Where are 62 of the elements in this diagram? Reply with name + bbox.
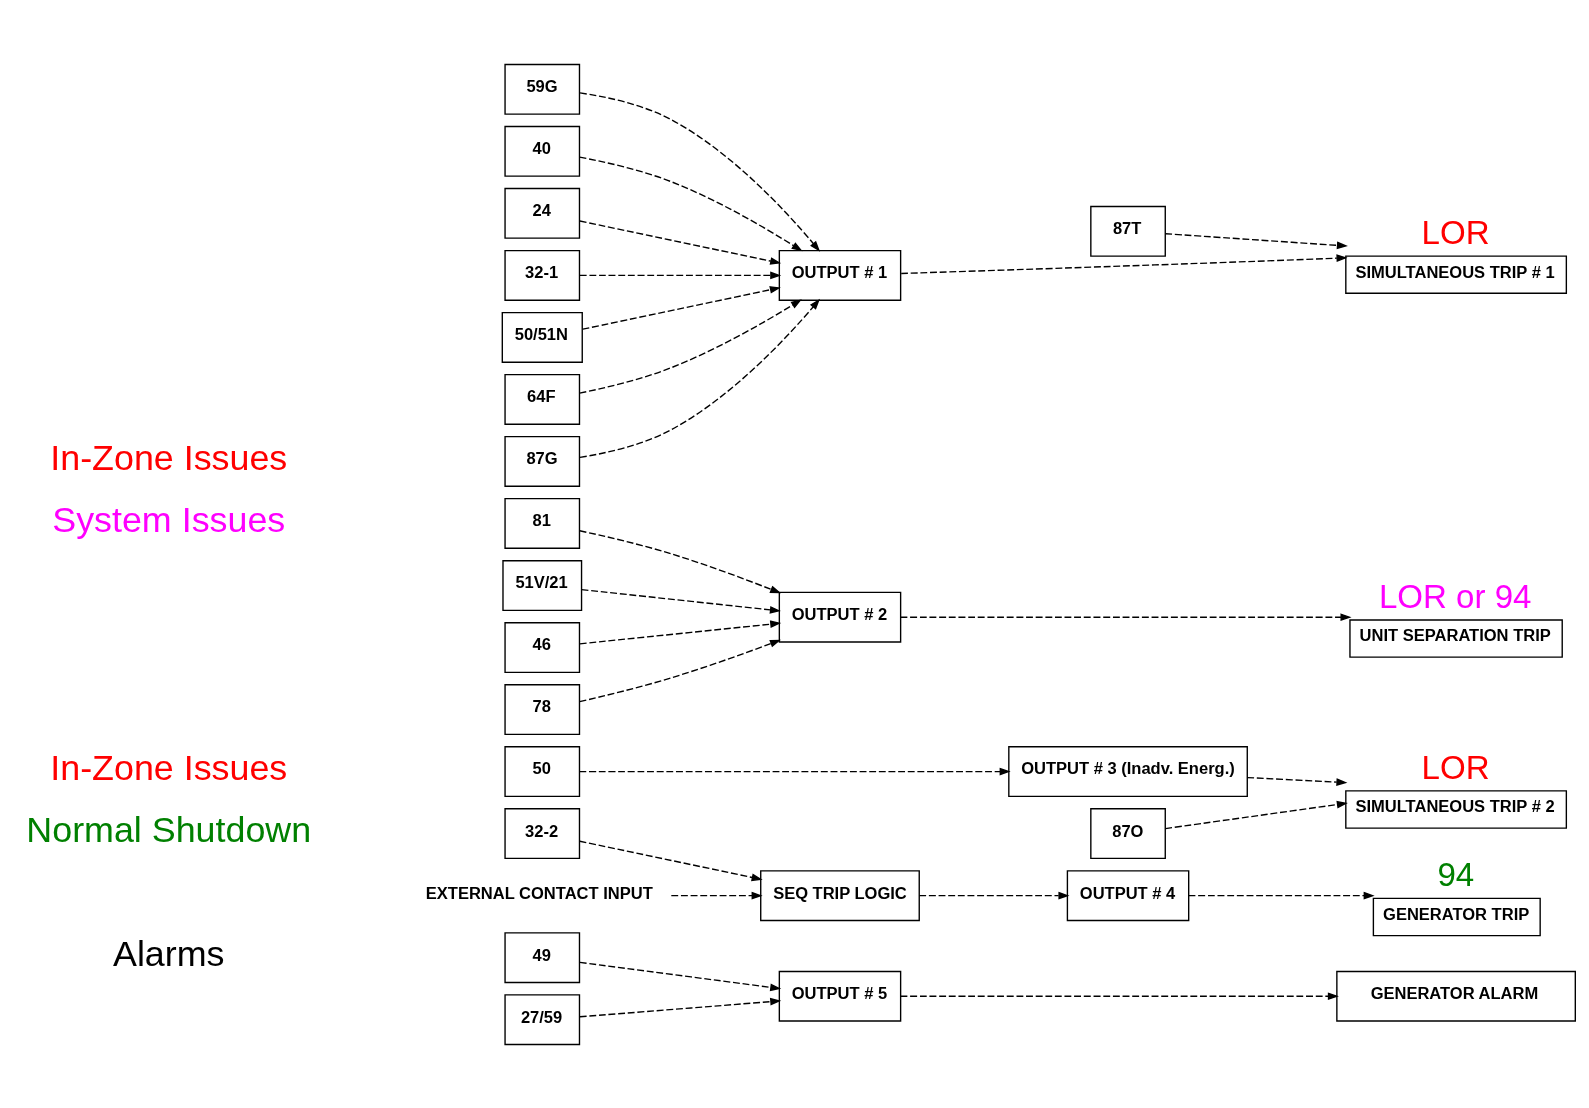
arrow [579,91,821,252]
arrow [1188,891,1375,899]
arrow [900,253,1348,274]
arrow [579,619,782,644]
arrow [1164,800,1348,829]
node-box: 87T [1090,205,1166,257]
node-box: 51V/21 [502,559,583,611]
node-box: 59G [504,63,581,115]
node-box: OUTPUT # 3 (Inadv. Energ.) [1008,745,1248,797]
arrow [578,155,803,251]
arrow [579,219,782,265]
node-label: LOR [1421,213,1490,251]
node-box: 49 [504,931,581,983]
arrow [579,271,782,279]
node-label: LOR or 94 [1378,577,1532,615]
node-box: 87G [504,435,581,487]
arrow [579,529,782,593]
arrow [582,285,781,330]
arrow [580,588,781,614]
node-box: 50/51N [501,311,583,363]
node-box: UNIT SEPARATION TRIP [1349,618,1563,658]
arrow [918,891,1070,899]
label: In-Zone Issues [50,437,288,478]
arrow [578,639,781,702]
node-box: OUTPUT # 5 [778,970,902,1022]
node-box: OUTPUT # 4 [1066,869,1190,921]
node-box: 50 [504,745,581,797]
node-box: 40 [504,125,581,177]
arrow [578,298,802,394]
node-label: LOR [1421,748,1490,786]
arrow [1164,232,1348,249]
node-box: 24 [504,187,581,239]
arrow [579,767,1011,775]
arrow [900,612,1352,621]
node-box: GENERATOR TRIP [1372,897,1541,936]
node-text: EXTERNAL CONTACT INPUT [425,883,653,903]
arrow [579,997,782,1017]
node-box: SIMULTANEOUS TRIP # 2 [1345,789,1568,829]
arrow [579,840,763,881]
node-box: SIMULTANEOUS TRIP # 1 [1345,254,1568,294]
label: System Issues [52,499,286,540]
node-label: 94 [1437,855,1475,893]
node-box: SEQ TRIP LOGIC [760,869,920,921]
arrow [670,891,763,899]
arrow [900,991,1339,1000]
node-box: GENERATOR ALARM [1336,970,1576,1022]
label: In-Zone Issues [50,747,288,788]
node-box: 87O [1090,807,1166,859]
arrow [579,961,782,991]
node-box: 27/59 [504,993,581,1045]
node-box: 46 [504,621,581,673]
node-box: 32-2 [504,807,581,859]
node-box: 81 [504,497,581,549]
label: Alarms [113,933,225,974]
node-box: 64F [504,373,581,425]
label: Normal Shutdown [26,809,312,850]
node-box: OUTPUT # 1 [778,249,902,301]
node-box: OUTPUT # 2 [778,591,902,643]
arrow [1246,776,1348,786]
arrow [579,298,821,458]
node-box: 32-1 [504,249,581,301]
node-box: 78 [504,683,581,735]
